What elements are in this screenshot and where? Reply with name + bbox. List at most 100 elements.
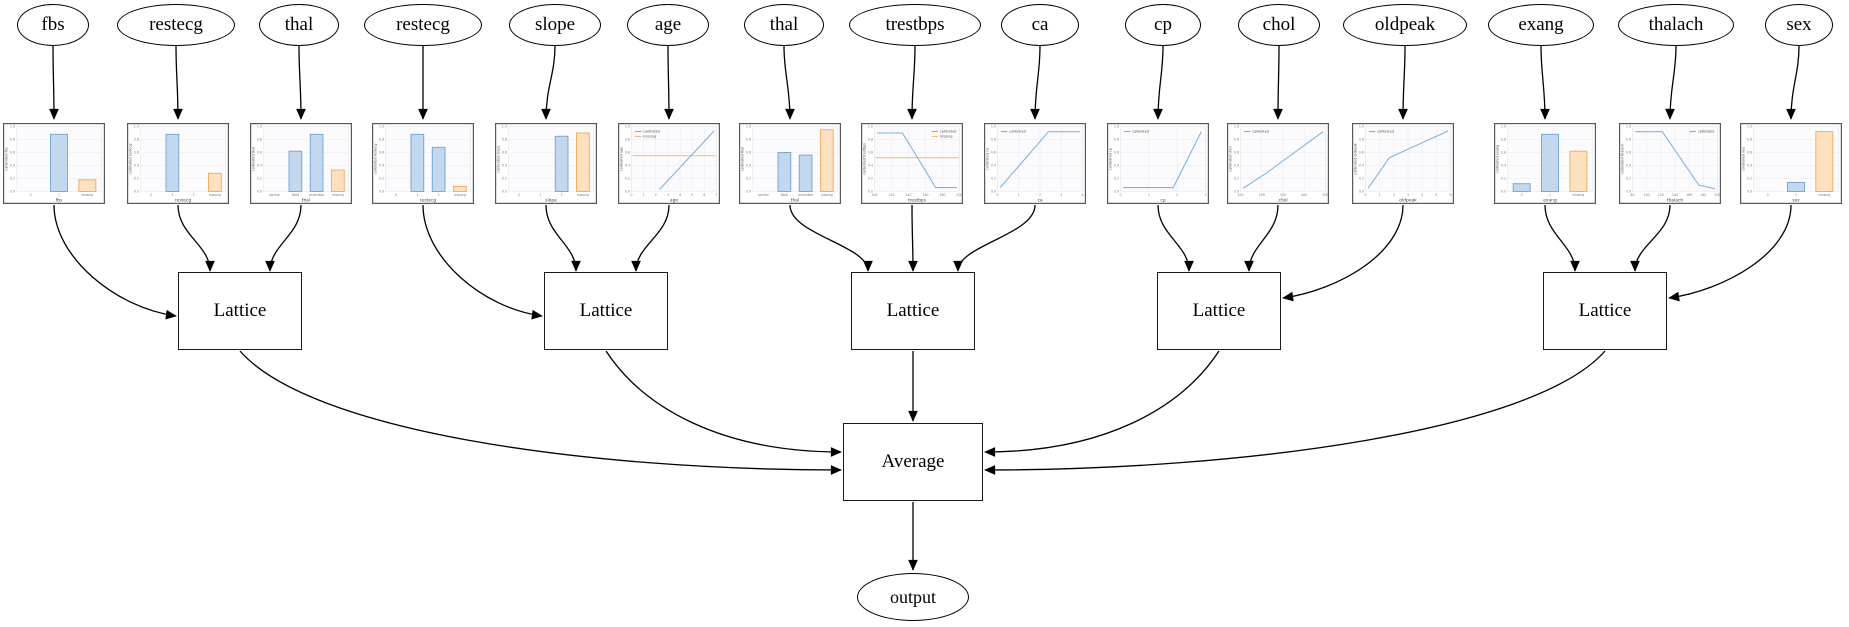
average-box: Average <box>843 423 983 501</box>
calibrator-bar-missing <box>78 179 97 192</box>
svg-text:4: 4 <box>679 193 681 197</box>
svg-text:oldpeak: oldpeak <box>1399 197 1417 203</box>
svg-text:1.0: 1.0 <box>379 125 384 129</box>
calibrated-line <box>1635 131 1716 190</box>
svg-text:0.6: 0.6 <box>1747 151 1752 155</box>
svg-text:0.2: 0.2 <box>257 177 262 181</box>
svg-text:calibrated: calibrated <box>1009 130 1026 134</box>
input-feature-node-oldpeak: oldpeak <box>1343 4 1467 46</box>
svg-text:0.6: 0.6 <box>134 151 139 155</box>
svg-text:missing: missing <box>1818 193 1830 197</box>
svg-text:400: 400 <box>1301 193 1307 197</box>
svg-text:0.8: 0.8 <box>1114 138 1119 142</box>
svg-text:0.0: 0.0 <box>134 190 139 194</box>
svg-text:0.2: 0.2 <box>1501 177 1506 181</box>
svg-text:0.6: 0.6 <box>1114 151 1119 155</box>
svg-text:1.0: 1.0 <box>1626 125 1631 129</box>
svg-text:200: 200 <box>957 193 963 197</box>
svg-text:0.8: 0.8 <box>625 138 630 142</box>
svg-text:0: 0 <box>1365 193 1367 197</box>
svg-text:0.6: 0.6 <box>868 151 873 155</box>
svg-text:0.4: 0.4 <box>1114 164 1119 168</box>
svg-text:1.0: 1.0 <box>991 125 996 129</box>
svg-text:0.6: 0.6 <box>1501 151 1506 155</box>
edge-feature-to-chart-fbs <box>49 45 59 120</box>
svg-text:0.0: 0.0 <box>1626 190 1631 194</box>
svg-text:3: 3 <box>667 193 669 197</box>
svg-text:calibrated thalach: calibrated thalach <box>1621 144 1625 175</box>
svg-text:calibrated: calibrated <box>940 130 957 134</box>
svg-text:1: 1 <box>1379 193 1381 197</box>
svg-text:1.0: 1.0 <box>134 125 139 129</box>
svg-text:missing: missing <box>332 193 344 197</box>
svg-text:0.2: 0.2 <box>746 177 751 181</box>
svg-text:1: 1 <box>1795 193 1797 197</box>
svg-text:0.0: 0.0 <box>1359 190 1364 194</box>
calibrator-bar-missing <box>208 172 222 192</box>
svg-text:fbs: fbs <box>56 197 63 203</box>
edge-feature-to-chart-ca <box>1030 45 1041 120</box>
svg-text:0.2: 0.2 <box>625 177 630 181</box>
svg-text:missing: missing <box>1572 193 1584 197</box>
svg-text:0: 0 <box>395 193 397 197</box>
svg-text:2: 2 <box>561 193 563 197</box>
edge-chart-to-lattice-slope <box>545 204 581 272</box>
svg-text:calibrated slope: calibrated slope <box>497 145 501 172</box>
svg-text:calibrated: calibrated <box>1132 130 1149 134</box>
svg-text:7: 7 <box>716 193 718 197</box>
edge-feature-to-chart-thalach <box>1665 45 1677 120</box>
svg-text:0.8: 0.8 <box>1626 138 1631 142</box>
svg-text:trestbps: trestbps <box>908 197 927 203</box>
calibrator-bar-calibrated <box>165 133 180 192</box>
edge-feature-to-chart-restecg <box>173 45 183 120</box>
svg-text:0.4: 0.4 <box>502 164 507 168</box>
edge-lattice-to-average-0 <box>239 350 842 475</box>
svg-text:4: 4 <box>1421 193 1423 197</box>
calibrator-bar-calibrated <box>410 133 425 192</box>
edge-chart-to-lattice-trestbps <box>908 204 918 272</box>
calibrator-bar-calibrated <box>798 154 813 192</box>
svg-text:0.6: 0.6 <box>1234 151 1239 155</box>
svg-text:0.0: 0.0 <box>991 190 996 194</box>
svg-text:fixed: fixed <box>781 193 789 197</box>
svg-text:missing: missing <box>209 193 221 197</box>
edge-chart-to-lattice-thal <box>265 204 302 272</box>
svg-text:0.4: 0.4 <box>625 164 630 168</box>
svg-text:1: 1 <box>643 193 645 197</box>
edge-lattice-to-average-4 <box>984 350 1606 475</box>
svg-text:calibrated: calibrated <box>1377 130 1394 134</box>
svg-text:missing: missing <box>81 193 93 197</box>
svg-text:0.2: 0.2 <box>1359 177 1364 181</box>
svg-text:0.8: 0.8 <box>502 138 507 142</box>
svg-text:0.0: 0.0 <box>257 190 262 194</box>
edge-feature-to-chart-thal <box>296 45 306 120</box>
svg-text:160: 160 <box>923 193 929 197</box>
input-feature-label: exang <box>1518 14 1564 35</box>
svg-text:2: 2 <box>655 193 657 197</box>
svg-text:thal: thal <box>791 197 799 203</box>
svg-text:0.4: 0.4 <box>868 164 873 168</box>
svg-text:0.0: 0.0 <box>10 190 15 194</box>
edge-chart-to-lattice-thal <box>789 204 873 272</box>
edge-feature-to-chart-trestbps <box>907 45 917 120</box>
svg-text:missing: missing <box>643 135 656 139</box>
svg-text:0.6: 0.6 <box>1626 151 1631 155</box>
edge-chart-to-lattice-sex <box>1668 204 1792 302</box>
svg-text:reversible: reversible <box>798 193 813 197</box>
edge-chart-to-lattice-cp <box>1157 204 1194 272</box>
svg-text:1.0: 1.0 <box>1747 125 1752 129</box>
svg-text:200: 200 <box>1259 193 1265 197</box>
svg-text:1.0: 1.0 <box>746 125 751 129</box>
svg-text:thal: thal <box>302 197 310 203</box>
svg-text:calibrated age: calibrated age <box>620 147 624 171</box>
svg-text:80: 80 <box>1631 193 1635 197</box>
